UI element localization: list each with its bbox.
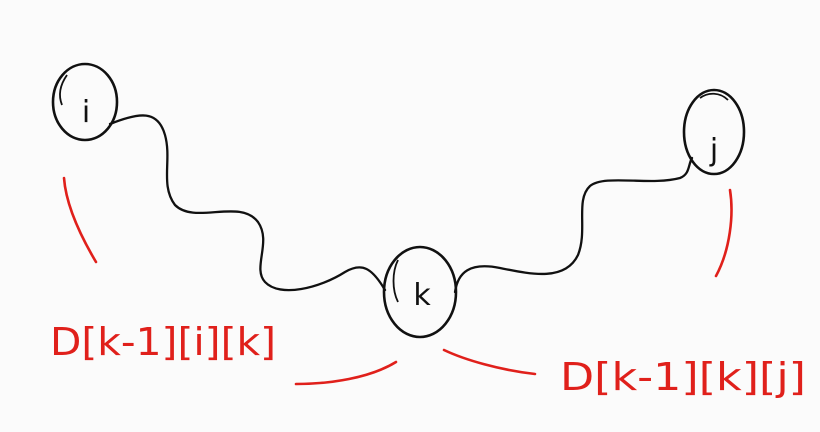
bracket-k-right — [442, 348, 537, 376]
node-k: k — [382, 245, 458, 339]
node-j-label: j — [709, 133, 718, 168]
node-k-label: k — [413, 278, 431, 313]
node-i-label: i — [82, 95, 90, 130]
bracket-left — [62, 176, 98, 264]
edge-k-j — [453, 156, 694, 294]
node-i: i — [51, 62, 119, 142]
edge-i-k — [108, 114, 387, 292]
annotation-right: D[k-1][k][j] — [560, 355, 806, 399]
bracket-right — [714, 188, 733, 278]
annotation-left: D[k-1][i][k] — [50, 320, 276, 364]
bracket-k-left — [294, 360, 398, 386]
node-j: j — [682, 88, 746, 176]
